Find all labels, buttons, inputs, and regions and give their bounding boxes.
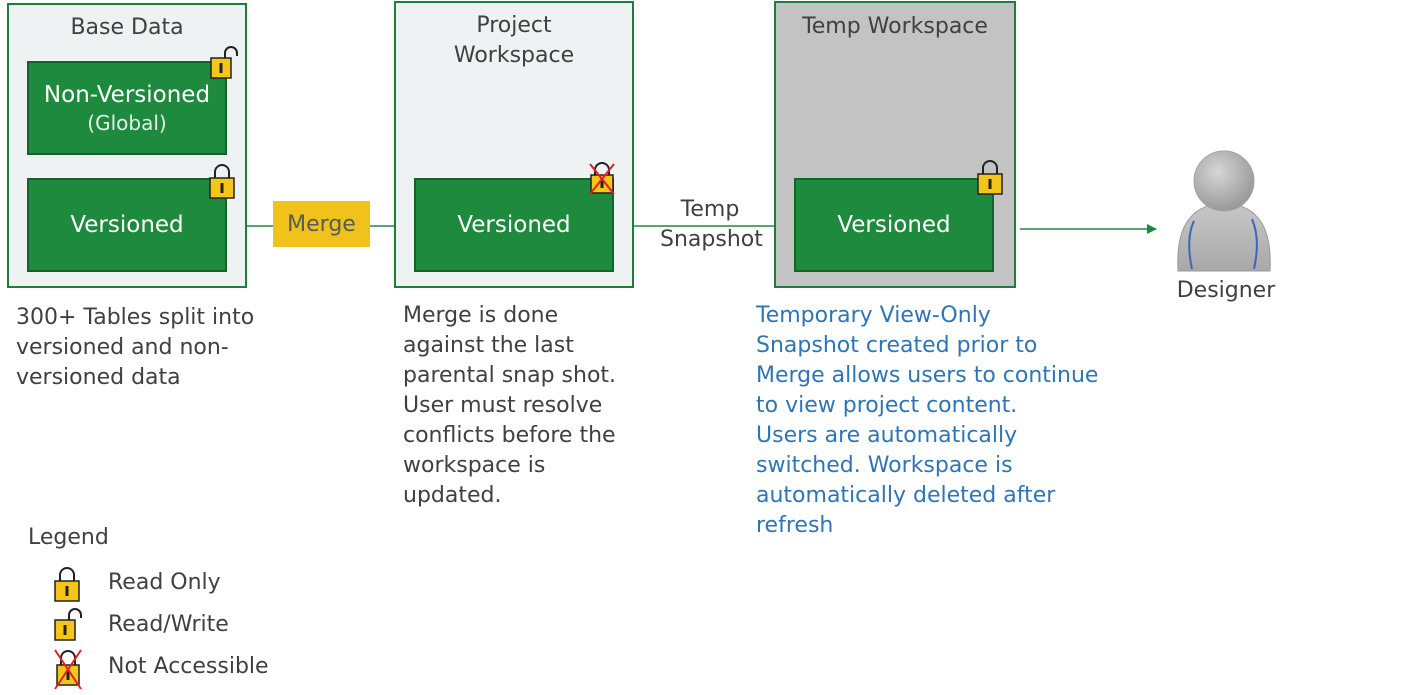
project-title-line2: Workspace [453, 43, 575, 68]
base-versioned-box: Versioned [27, 178, 227, 272]
project-note-line: Merge is done [403, 303, 559, 328]
project-note-line: against the last [403, 333, 574, 358]
designer-label: Designer [1176, 278, 1276, 303]
project-note-line: parental snap shot. [403, 363, 617, 388]
legend-read-only: Read Only [108, 570, 221, 595]
legend-not-accessible: Not Accessible [108, 654, 269, 679]
lock-open-icon [210, 46, 238, 79]
base-nonversioned-sub: (Global) [87, 111, 167, 135]
lock-closed-icon [977, 160, 1003, 195]
legend-read-write: Read/Write [108, 612, 229, 637]
temp-snapshot-line2: Snapshot [660, 227, 763, 252]
project-title-line1: Project [476, 13, 552, 38]
base-note-line: 300+ Tables split into [16, 305, 255, 330]
temp-versioned-box: Versioned [794, 178, 994, 272]
temp-note-line: to view project content. [756, 393, 1018, 418]
temp-note-line: switched. Workspace is [756, 453, 1013, 478]
temp-note-line: automatically deleted after [756, 483, 1056, 508]
project-note-line: conflicts before the [403, 423, 616, 448]
project-note-line: updated. [403, 483, 502, 508]
lock-open-icon [54, 608, 82, 641]
project-versioned-box: Versioned [414, 178, 614, 272]
temp-versioned-label: Versioned [837, 212, 951, 238]
legend-title: Legend [28, 525, 109, 550]
base-versioned-label: Versioned [70, 212, 184, 238]
project-note-line: workspace is [403, 453, 546, 478]
lock-closed-icon [54, 567, 80, 602]
temp-workspace-title: Temp Workspace [802, 14, 988, 39]
lock-not-accessible-icon [54, 649, 82, 690]
lock-closed-icon [209, 164, 235, 199]
base-data-title: Base Data [70, 15, 184, 40]
temp-note-line: Snapshot created prior to [756, 333, 1038, 358]
temp-note-line: refresh [756, 513, 834, 538]
temp-snapshot-line1: Temp [680, 197, 740, 222]
project-note-line: User must resolve [403, 393, 603, 418]
temp-note-line: Merge allows users to continue [756, 363, 1099, 388]
lock-not-accessible-icon [589, 162, 615, 195]
user-icon [1177, 150, 1271, 272]
base-nonversioned-label: Non-Versioned [43, 82, 211, 108]
base-note-line: versioned data [16, 365, 181, 390]
base-nonversioned-box: Non-Versioned (Global) [27, 61, 227, 155]
temp-note-line: Users are automatically [756, 423, 1018, 448]
base-note-line: versioned and non- [16, 335, 229, 360]
project-versioned-label: Versioned [457, 212, 571, 238]
temp-note-line: Temporary View-Only [756, 303, 991, 328]
merge-label: Merge [273, 201, 370, 247]
